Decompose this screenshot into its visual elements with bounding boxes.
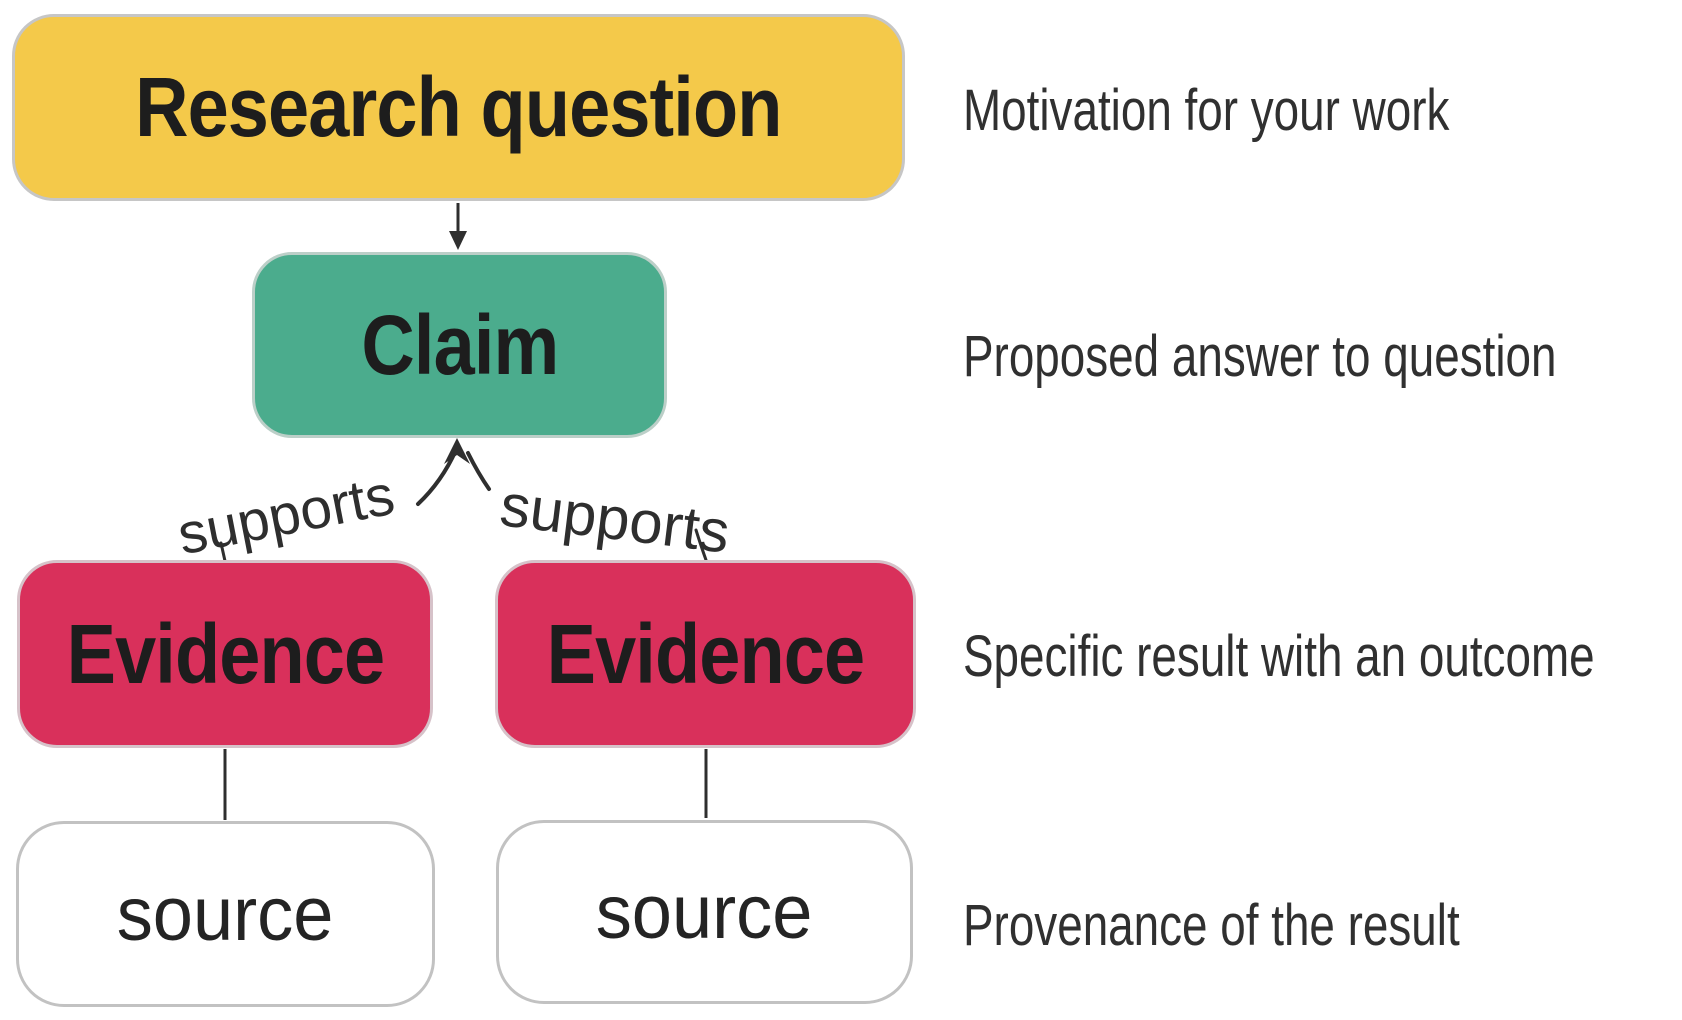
annotation-source: Provenance of the result <box>963 892 1460 958</box>
supports-arrow-head <box>444 438 470 464</box>
arrow-research-to-claim-head <box>449 231 467 250</box>
source-left-label: source <box>117 871 334 957</box>
annotation-evidence: Specific result with an outcome <box>963 623 1595 689</box>
evidence-node-left: Evidence <box>17 560 433 748</box>
supports-label-right: supports <box>496 471 734 566</box>
claim-label: Claim <box>361 297 559 392</box>
source-node-left: source <box>16 821 435 1007</box>
source-node-right: source <box>496 820 913 1004</box>
research-question-node: Research question <box>12 14 905 201</box>
annotation-research-question: Motivation for your work <box>963 77 1450 143</box>
research-question-label: Research question <box>135 60 782 154</box>
evidence-left-label: Evidence <box>66 606 384 701</box>
claim-node: Claim <box>252 252 667 438</box>
evidence-node-right: Evidence <box>495 560 916 748</box>
supports-arrow-left-curve <box>416 448 458 506</box>
evidence-right-label: Evidence <box>546 606 865 701</box>
supports-label-left: supports <box>172 462 400 568</box>
source-right-label: source <box>596 869 813 955</box>
annotation-claim: Proposed answer to question <box>963 323 1557 389</box>
